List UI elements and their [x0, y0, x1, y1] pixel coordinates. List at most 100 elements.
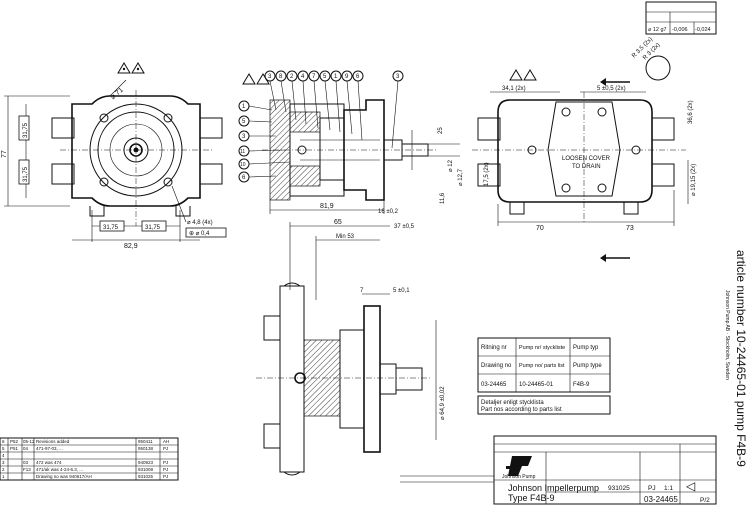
rev-0-5: AH	[163, 439, 169, 444]
rev-4-5: PJ	[163, 467, 168, 472]
balloon-top-9: 3	[396, 74, 400, 80]
title-date: 931025	[608, 485, 630, 492]
dim-rear-dia: ⌀ 19,15 (2x)	[691, 164, 697, 196]
title-line1: Johnson Impellerpump	[508, 483, 599, 493]
dim-rear-offset: 5 ±0,5 (2x)	[597, 86, 626, 92]
balloon-left-4: 10	[240, 162, 246, 168]
balloon-left-3: 11	[240, 149, 245, 155]
rev-2-0: 4	[2, 453, 5, 458]
info-cell-2-2: F4B-9	[573, 382, 590, 388]
rev-4-0: 2	[2, 467, 5, 472]
info-cell-0-0: Ritning nr	[481, 345, 507, 351]
dim-top-b: 37 ±0,5	[394, 224, 415, 230]
info-cell-2-1: 10-24465-01	[519, 382, 554, 388]
dim-top-e: ⌀ 64,9 ±0,02	[440, 386, 446, 420]
cover-text-line1: LOOSEN COVER	[562, 156, 611, 162]
balloon-left-0: 1	[242, 104, 246, 110]
dim-overall-width: 82,9	[124, 243, 138, 250]
balloon-top-4: 7	[312, 74, 316, 80]
rev-3-4: 940923	[138, 460, 154, 465]
dim-rear-right-width: 73	[626, 225, 634, 232]
tol-header-2: -0,024	[695, 27, 711, 33]
rear-view: 34,1 (2x) 5 ±0,5 (2x) R 3,5 (2x) R 3 (2x…	[472, 37, 697, 262]
dim-section-flange: 16 ±0,2	[378, 209, 399, 215]
title-sheet: P/2	[700, 497, 710, 504]
section-view: 3 8 2 4 7 5 1 9 6 3 1 5 3 11 10	[238, 70, 464, 215]
balloon-left-2: 3	[242, 134, 246, 140]
dim-bottom-right: 31,75	[145, 225, 161, 231]
rev-0-0: 6	[2, 439, 5, 444]
item-balloons-top: 3 8 2 4 7 5 1 9 6 3	[264, 70, 404, 149]
dim-top-a: 65	[334, 219, 342, 226]
dim-position-tolerance: ⊕ ⌀ 0,4	[189, 231, 210, 237]
balloon-top-0: 3	[268, 74, 272, 80]
rev-0-2: 05-12	[23, 439, 35, 444]
balloon-left-1: 5	[242, 119, 246, 125]
dim-bottom-left: 31,75	[103, 225, 119, 231]
rev-1-5: PJ	[163, 446, 168, 451]
balloon-top-7: 9	[345, 74, 349, 80]
rev-5-4: 931025	[138, 474, 154, 479]
dim-bolt-circle: ⌀ 71	[110, 87, 125, 101]
rev-3-0: 3	[2, 460, 5, 465]
info-cell-2-0: 03-24465	[481, 382, 507, 388]
info-table: Ritning nr Pump nr/ styckliste Pump typ …	[477, 337, 611, 415]
tol-header-1: -0,006	[672, 27, 688, 33]
rev-0-1: P52	[10, 439, 19, 444]
info-cell-0-2: Pump typ	[573, 345, 599, 351]
rev-3-5: PJ	[163, 460, 168, 465]
projection-symbol: ◁	[686, 479, 696, 493]
cover-text-line2: TO DRAIN	[572, 164, 601, 170]
title-line2: Type F4B-9	[508, 493, 555, 503]
rev-1-1: P51	[10, 446, 19, 451]
article-number-label: article number 10-24465-01 pump F4B-9	[734, 250, 748, 467]
rev-5-0: 1	[2, 474, 5, 479]
dim-shaft-d: 25	[438, 127, 444, 134]
rev-1-4: 950138	[138, 446, 154, 451]
dim-shaft-c: 11,6	[440, 192, 446, 204]
info-cell-1-2: Pump type	[573, 363, 602, 369]
info-cell-1-1: Pump no/ parts list	[519, 363, 565, 369]
rev-3-3: 472 was 474	[36, 460, 62, 465]
balloon-top-2: 2	[290, 74, 294, 80]
title-scale: 1:1	[664, 485, 673, 492]
rev-5-3: Drawing no was 940617/AH	[36, 474, 92, 479]
company-logo	[506, 456, 532, 476]
balloon-top-8: 6	[356, 74, 360, 80]
company-name: Johnson Pump	[502, 474, 536, 480]
balloon-top-1: 8	[279, 74, 283, 80]
dim-top-min: Min 53	[336, 234, 355, 240]
rev-3-2: 03	[23, 460, 29, 465]
dim-rear-angle: 36,6 (2x)	[688, 100, 694, 124]
info-note-line2: Part nos according to parts list	[481, 407, 562, 413]
dim-upper: 31,75	[23, 122, 29, 138]
surface-finish-symbols	[117, 62, 145, 74]
rev-5-5: PJ	[163, 474, 168, 479]
rev-0-3: Revisions added	[36, 439, 70, 444]
dim-rear-side: 17,5 (2x)	[484, 162, 490, 186]
balloon-top-3: 4	[301, 74, 305, 80]
company-line: Johnson Pump AB · Stockholm, Sweden	[724, 290, 730, 380]
rev-1-3: 471-97-03, ...	[36, 446, 63, 451]
dim-top-c: 7	[360, 288, 364, 294]
front-view: 77 31,75 31,75 31,75 31,75 82,9 ⌀ 71 ⌀ 4…	[1, 62, 227, 250]
dim-shaft-a: ⌀ 12,7	[458, 168, 464, 186]
surface-finish-symbols-rear	[509, 69, 537, 81]
rev-4-3: 471/ak was 4-24-6.3, ...	[36, 467, 83, 472]
dim-rear-port: 34,1 (2x)	[502, 86, 526, 92]
rev-0-4: 950411	[138, 439, 153, 444]
title-drawn: PJ	[648, 485, 656, 492]
dim-hole: ⌀ 4,8 (4x)	[187, 220, 213, 226]
dim-rear-left-width: 70	[536, 225, 544, 232]
title-block: Johnson Pump Johnson Impellerpump Type F…	[400, 435, 717, 505]
dim-height: 77	[1, 150, 8, 158]
balloon-left-5: 6	[242, 175, 246, 181]
top-view: 65 37 ±0,5 Min 53 7 5 ±0,1 ⌀ 64,9 ±0,02	[256, 219, 446, 476]
info-cell-1-0: Drawing no	[481, 363, 512, 369]
side-label: article number 10-24465-01 pump F4B-9 Jo…	[718, 10, 752, 500]
info-cell-0-1: Pump nr/ styckliste	[519, 345, 565, 351]
rev-1-2: 04	[23, 446, 29, 451]
rev-4-4: 931008	[138, 467, 154, 472]
item-balloons-left: 1 5 3 11 10 6	[238, 100, 291, 183]
